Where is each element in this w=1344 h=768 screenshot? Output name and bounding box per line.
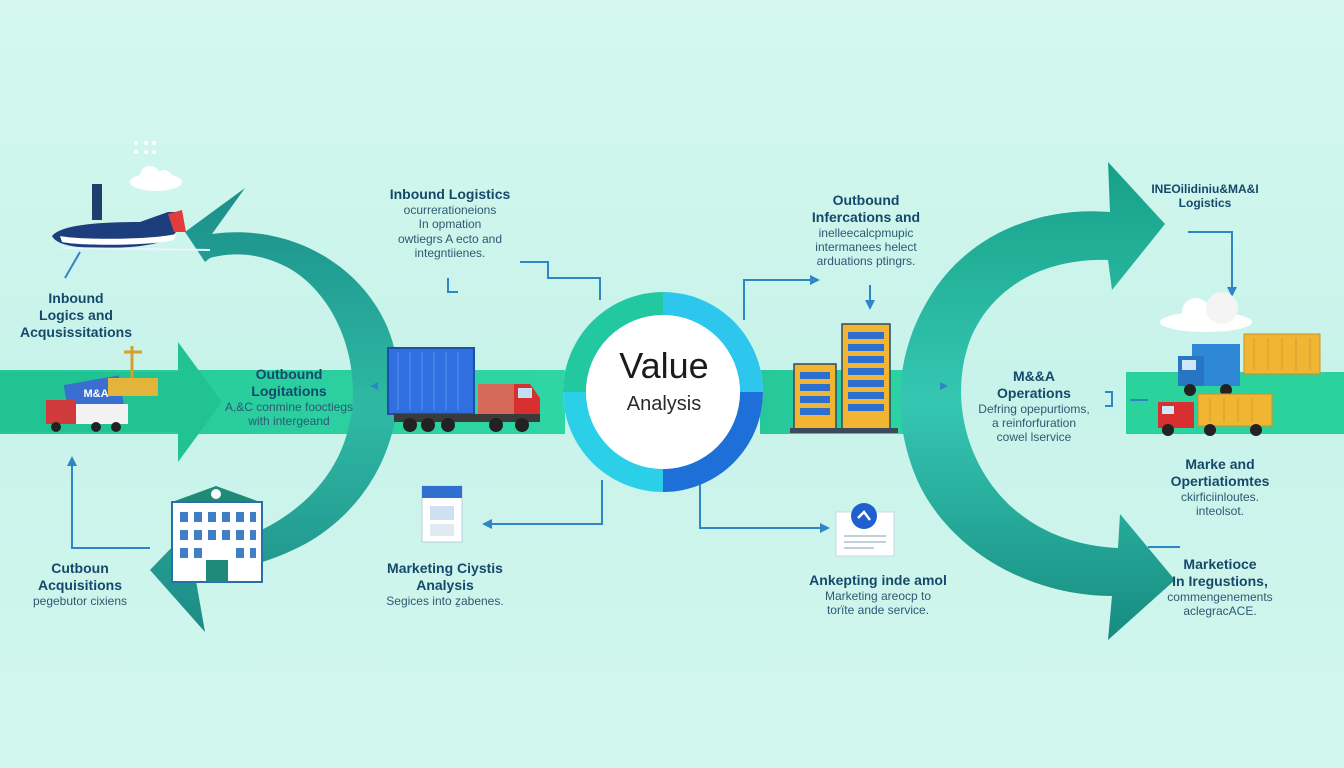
ankepting-label: Ankepting inde amol Marketing areocp to … [796,572,960,618]
outbound-interfecations-line: inelleecalcpmupic [818,225,914,240]
marke-operations-title: Opertiatiomtes [1170,472,1270,489]
marketing-analysis-title: Marketing Ciystis [387,560,503,576]
cloud-icon [130,166,182,191]
marketing-analysis-label: Marketing Ciystis Analysis Segices into … [360,560,530,608]
document-icon [421,485,463,543]
outbound-interfecations-line: arduations ptingrs. [816,254,916,269]
outbound-interfecations-title: Infercations and [811,208,921,225]
marke-operations-line: inteolsot. [1195,503,1245,518]
marke-operations-label: Marke and Opertiatiomtes ckirficiinloute… [1150,456,1290,518]
ma-operations-line: Defring opepurtioms, [978,401,1090,416]
ma-operations-title: M&&A [1013,368,1055,384]
marketioce-line: commengenements [1167,589,1273,604]
marketioce-line: aclegracACE. [1183,603,1257,618]
airplane-icon [52,184,211,251]
ankepting-line: Marketing areocp to [824,588,932,603]
inbound-logics-title: Logics and [39,306,113,323]
marke-operations-line: ckirficiinloutes. [1180,489,1260,504]
connector-lines [64,231,1233,549]
center-title: Value [619,345,709,386]
marketioce-label: Marketioce In Iregustions, commengenemen… [1150,556,1290,618]
marketing-analysis-line: Segices into ẕabenes. [386,593,504,608]
inbound-top-right-label: INEOilidiniu&MA&I Logistics [1140,182,1270,211]
outbound-logitations-line: A,&C conmine fooctiegs [224,399,354,414]
decorative-dots-icon [134,141,156,154]
outbound-logitations-line: with intergeand [248,413,330,428]
inbound-top-right-title: Logistics [1178,196,1232,211]
ma-operations-label: M&&A Operations Defring opepurtioms, a r… [964,368,1104,445]
outbound-interfecations-line: intermanees helect [815,239,917,254]
outbound-acquisitions-title: Cutboun [51,560,109,576]
left-c-arrow [150,188,399,632]
inbound-top-right-title: INEOilidiniu&MA&I [1151,182,1259,196]
inbound-logistics-line: owtiegrs A ecto and [397,231,503,246]
cargo-trucks-icon [1158,333,1321,436]
outbound-logitations-label: Outbound Logitations A,&C conmine foocti… [214,366,364,428]
ma-operations-line: a reinforfuration [991,415,1077,430]
bank-building-icon [171,486,263,583]
inbound-logics-label: Inbound Logics and Acqusissitations [6,290,146,340]
inbound-logistics-line: integntiienes. [414,245,486,260]
inbound-logics-title: Inbound [48,290,104,306]
outbound-acquisitions-title: Acquisitions [37,576,122,593]
right-c-arrow [900,162,1175,640]
center-subtitle: Analysis [626,393,702,415]
marke-operations-title: Marke and [1185,456,1255,472]
ma-operations-line: cowel lservice [996,430,1072,445]
inbound-logistics-line: In opmation [418,217,482,232]
outbound-acquisitions-label: Cutboun Acquisitions pegebutor cixiens [10,560,150,608]
inbound-logistics-label: Inbound Logistics ocurrerationeions In o… [360,186,540,260]
office-buildings-icon [790,323,898,433]
outbound-interfecations-label: Outbound Infercations and inelleecalcpmu… [786,192,946,269]
outbound-logitations-title: Outbound [255,366,323,382]
outbound-acquisitions-line: pegebutor cixiens [32,593,128,608]
container-truck-icon [387,347,540,432]
center-title-block: Value Analysis [582,345,746,416]
outbound-logitations-title: Logitations [251,382,327,399]
inbound-logistics-line: ocurrerationeions [403,202,497,217]
ma-truck-icon [46,346,158,432]
marketioce-title: In Iregustions, [1172,572,1268,589]
cloud-right-icon [1160,292,1252,332]
inbound-logistics-title: Inbound Logistics [389,186,511,202]
value-ring [563,292,763,492]
marketioce-title: Marketioce [1183,556,1257,572]
report-icon [835,503,895,557]
ankepting-line: torïte ande service. [826,603,930,618]
ankepting-title: Ankepting inde amol [809,572,947,588]
connector-arrowheads [67,275,1237,533]
truck-badge-text: M&A [83,388,109,400]
outbound-interfecations-title: Outbound [832,192,900,208]
marketing-analysis-title: Analysis [416,576,474,593]
inbound-logics-title: Acqusissitations [19,323,133,340]
ma-operations-title: Operations [997,384,1071,401]
